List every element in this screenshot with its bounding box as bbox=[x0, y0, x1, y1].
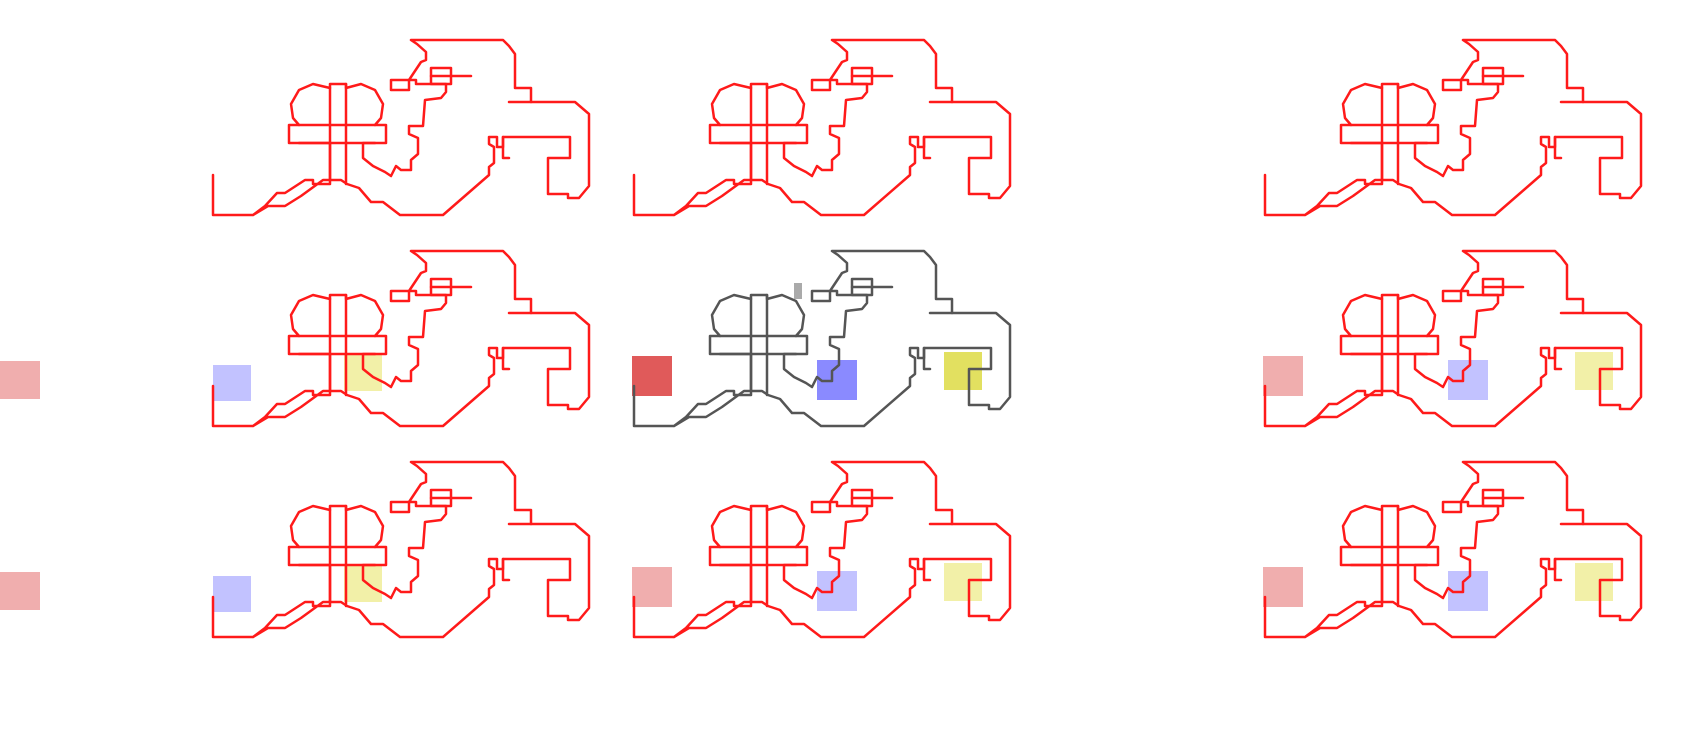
maze-tile-neighbor bbox=[211, 38, 591, 217]
maze-wall-detail bbox=[429, 488, 453, 508]
offscreen-edge-marker bbox=[0, 361, 40, 399]
maze-wall-detail bbox=[1481, 488, 1505, 508]
maze-tile-body bbox=[1263, 249, 1643, 428]
red-marker bbox=[1263, 356, 1303, 396]
maze-tiles-layer bbox=[0, 38, 1643, 639]
active-tile-notch bbox=[794, 283, 802, 299]
maze-wall-detail bbox=[1553, 135, 1563, 160]
maze-tile-neighbor bbox=[211, 460, 591, 639]
maze-tile-body bbox=[632, 38, 1012, 217]
maze-wall-detail bbox=[922, 557, 932, 582]
maze-tile-body bbox=[211, 460, 591, 639]
maze-tile-body bbox=[211, 249, 591, 428]
red-marker bbox=[632, 567, 672, 607]
maze-wall-detail bbox=[1481, 277, 1505, 297]
maze-wall-detail bbox=[429, 66, 453, 86]
maze-tile-body bbox=[632, 249, 1012, 428]
tile-markers bbox=[632, 563, 982, 611]
maze-tile-neighbor bbox=[1263, 38, 1643, 217]
maze-tile-body bbox=[632, 460, 1012, 639]
tile-markers bbox=[632, 352, 982, 400]
tile-markers bbox=[213, 355, 382, 401]
maze-wall-detail bbox=[501, 135, 511, 160]
red-marker bbox=[632, 356, 672, 396]
maze-wall-outline bbox=[211, 460, 591, 639]
yellow-marker bbox=[1575, 563, 1613, 601]
yellow-marker bbox=[1575, 352, 1613, 390]
maze-tile-body bbox=[1263, 460, 1643, 639]
maze-wall-outline bbox=[1263, 38, 1643, 217]
blue-marker bbox=[213, 576, 251, 612]
tile-markers bbox=[213, 566, 382, 612]
maze-wall-detail bbox=[501, 346, 511, 371]
maze-wall-outline bbox=[211, 249, 591, 428]
maze-wall-outline bbox=[211, 38, 591, 217]
blue-marker bbox=[213, 365, 251, 401]
offscreen-edge-marker bbox=[0, 572, 40, 610]
maze-wall-detail bbox=[501, 557, 511, 582]
maze-tile-body bbox=[1263, 38, 1643, 217]
maze-tile-neighbor bbox=[211, 249, 591, 428]
maze-wall-detail bbox=[850, 277, 874, 297]
maze-wall-detail bbox=[850, 488, 874, 508]
maze-wall-detail bbox=[1553, 557, 1563, 582]
maze-wall-detail bbox=[922, 135, 932, 160]
maze-tile-neighbor bbox=[1263, 460, 1643, 639]
tile-markers bbox=[1263, 352, 1613, 400]
maze-wall-outline bbox=[632, 38, 1012, 217]
tile-markers bbox=[1263, 563, 1613, 611]
red-marker bbox=[1263, 567, 1303, 607]
yellow-marker bbox=[944, 563, 982, 601]
maze-wall-detail bbox=[1553, 346, 1563, 371]
yellow-marker bbox=[944, 352, 982, 390]
maze-wall-detail bbox=[1481, 66, 1505, 86]
maze-wall-detail bbox=[922, 346, 932, 371]
maze-wall-detail bbox=[429, 277, 453, 297]
maze-tile-neighbor bbox=[1263, 249, 1643, 428]
maze-tile-neighbor bbox=[632, 460, 1012, 639]
maze-tile-active[interactable] bbox=[632, 249, 1012, 428]
maze-tile-neighbor bbox=[632, 38, 1012, 217]
maze-wall-detail bbox=[850, 66, 874, 86]
maze-tile-body bbox=[211, 38, 591, 217]
